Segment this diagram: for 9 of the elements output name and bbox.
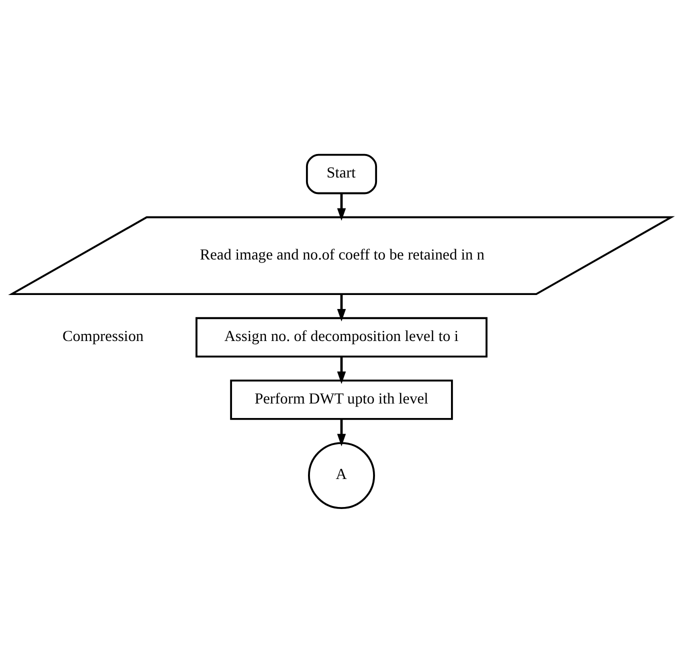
arrow <box>337 194 346 221</box>
arrow <box>337 294 346 322</box>
node-box: Assign no. of decomposition level to i <box>196 317 488 358</box>
arrow <box>337 418 346 446</box>
node-box: Start <box>306 154 378 194</box>
arrow <box>337 356 346 384</box>
node-circle: A <box>308 442 375 510</box>
label: Compression <box>62 328 144 345</box>
node-box: Perform DWT upto ith level <box>230 380 453 420</box>
